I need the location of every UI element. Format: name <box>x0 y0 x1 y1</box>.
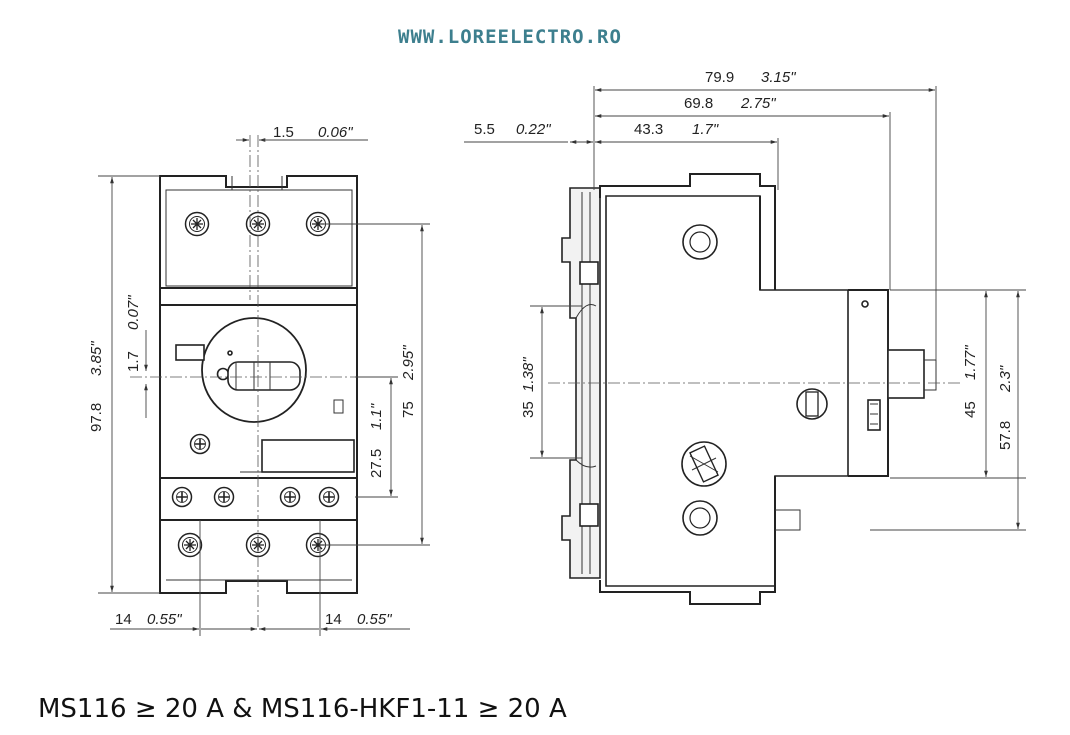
dim-height-total-mm: 97.8 <box>88 403 105 432</box>
aux-screw-icon <box>318 486 340 508</box>
test-screw-icon <box>189 433 211 455</box>
dim-knob-offset-in: 0.07" <box>125 295 142 330</box>
dim-depth-43-3-mm: 43.3 <box>634 121 663 138</box>
terminal-screw-icon <box>177 532 203 558</box>
dim-knob-offset-mm: 1.7 <box>125 351 142 372</box>
dim-rail-offset-in: 0.22" <box>516 121 551 138</box>
terminal-screw-icon <box>184 211 210 237</box>
aux-screw-icon <box>171 486 193 508</box>
side-view: 79.9 3.15" 69.8 2.75" 43.3 1.7" 5.5 0.22… <box>464 69 1026 605</box>
dim-depth-69-8-in: 2.75" <box>740 95 776 112</box>
dim-height-27-5-in: 1.1" <box>368 403 385 430</box>
dim-top-offset-mm: 1.5 <box>273 124 294 141</box>
technical-drawing: 1.5 0.06" 97.8 3.85" 1.7 0.07" 75 2.95" … <box>88 69 1026 636</box>
dim-rail-35-in: 1.38" <box>520 357 537 392</box>
side-dial-icon <box>796 388 828 420</box>
dim-rail-35-mm: 35 <box>520 401 537 418</box>
aux-screw-icon <box>279 486 301 508</box>
dim-height-75-mm: 75 <box>400 401 417 418</box>
front-view: 1.5 0.06" 97.8 3.85" 1.7 0.07" 75 2.95" … <box>88 124 430 636</box>
dim-height-total-in: 3.85" <box>88 341 105 376</box>
dim-height-57-8-mm: 57.8 <box>997 421 1014 450</box>
dim-height-45-mm: 45 <box>962 401 979 418</box>
knob-handle <box>227 361 301 391</box>
dim-depth-total-mm: 79.9 <box>705 69 734 86</box>
dim-top-offset-in: 0.06" <box>318 124 353 141</box>
product-caption: MS116 ≥ 20 A & MS116-HKF1-11 ≥ 20 A <box>38 694 567 724</box>
dim-height-27-5-mm: 27.5 <box>368 449 385 478</box>
dim-depth-69-8-mm: 69.8 <box>684 95 713 112</box>
dim-pitch-left-mm: 14 <box>115 611 132 628</box>
dim-depth-43-3-in: 1.7" <box>692 121 719 138</box>
dim-pitch-right-in: 0.55" <box>357 611 392 628</box>
dim-pitch-right-mm: 14 <box>325 611 342 628</box>
aux-screw-icon <box>213 486 235 508</box>
dim-height-57-8-in: 2.3" <box>997 365 1014 393</box>
dim-pitch-left-in: 0.55" <box>147 611 182 628</box>
dim-rail-offset-mm: 5.5 <box>474 121 495 138</box>
dim-height-45-in: 1.77" <box>962 345 979 380</box>
mounting-hole-icon <box>682 500 718 536</box>
dim-height-75-in: 2.95" <box>400 345 417 381</box>
website-watermark: WWW.LOREELECTRO.RO <box>398 26 622 48</box>
dim-depth-total-in: 3.15" <box>761 69 796 86</box>
mounting-hole-icon <box>682 224 718 260</box>
